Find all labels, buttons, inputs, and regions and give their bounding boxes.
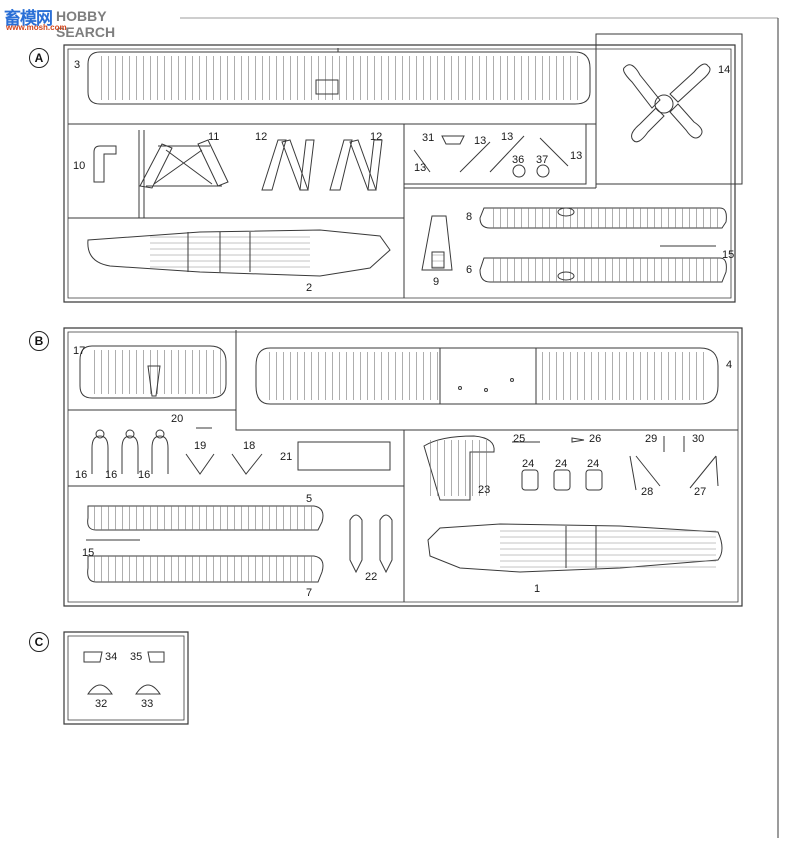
part-24-a [521, 469, 539, 491]
part-24-b [553, 469, 571, 491]
part-36 [512, 164, 526, 178]
lower-wing-part-7 [87, 555, 324, 583]
part-label: 16 [105, 469, 118, 481]
part-22 [349, 514, 393, 574]
part-label: 8 [466, 211, 473, 223]
part-13d [539, 137, 569, 167]
part-18 [231, 453, 263, 475]
part-label: 25 [513, 433, 526, 445]
part-23 [423, 435, 495, 501]
struts-part-12b [329, 139, 383, 191]
part-label: 9 [433, 276, 440, 288]
part-label: 5 [306, 493, 313, 505]
part-label: 30 [692, 433, 705, 445]
part-label: 34 [105, 651, 118, 663]
part-26 [571, 437, 585, 443]
part-label: 29 [645, 433, 658, 445]
part-label: 22 [365, 571, 378, 583]
part-label: 31 [422, 132, 435, 144]
part-label: 24 [555, 458, 568, 470]
part-label: 32 [95, 698, 108, 710]
sprue-a-frame [63, 34, 736, 303]
watermark-brand-cn: 畜模网 [4, 9, 53, 29]
figures-part-16 [91, 429, 169, 474]
part-35 [147, 651, 165, 663]
part-9 [421, 215, 453, 271]
propeller-part-14 [623, 63, 711, 143]
part-label: 23 [478, 484, 491, 496]
part-label: 15 [82, 547, 95, 559]
part-label: 13 [474, 135, 487, 147]
part-37 [536, 164, 550, 178]
part-34 [83, 651, 103, 663]
part-label: 28 [641, 486, 654, 498]
lower-wing-part-8 [479, 207, 727, 229]
part-label: 35 [130, 651, 143, 663]
part-label: 4 [726, 359, 733, 371]
part-label: 13 [570, 150, 583, 162]
part-13b [459, 141, 491, 173]
part-label: 10 [73, 160, 86, 172]
sprue-c-frame [63, 631, 189, 725]
sprue-c-letter: C [29, 632, 49, 652]
part-label: 36 [512, 154, 525, 166]
part-label: 2 [306, 282, 313, 294]
watermark-url: www.mosh.com [6, 23, 67, 32]
part-19 [185, 453, 215, 475]
part-24-c [585, 469, 603, 491]
fuselage-half-part-2 [87, 229, 391, 277]
upper-wing-part-4 [255, 347, 719, 405]
part-label: 20 [171, 413, 184, 425]
part-label: 24 [587, 458, 600, 470]
part-label: 7 [306, 587, 313, 599]
part-label: 33 [141, 698, 154, 710]
watermark-brand-en: HOBBY SEARCH [56, 8, 116, 40]
part-label: 12 [370, 131, 383, 143]
part-label: 16 [138, 469, 151, 481]
part-33 [135, 684, 161, 695]
struts-part-12a [261, 139, 315, 191]
part-label: 37 [536, 154, 549, 166]
struts-part-11 [139, 139, 229, 189]
part-21 [297, 441, 391, 471]
lower-wing-part-5 [87, 505, 324, 531]
part-label: 17 [73, 345, 86, 357]
part-label: 19 [194, 440, 207, 452]
part-label: 1 [534, 583, 541, 595]
part-label: 15 [722, 249, 735, 261]
part-32 [87, 684, 113, 695]
part-label: 6 [466, 264, 473, 276]
part-label: 13 [414, 162, 427, 174]
sprue-a-letter: A [29, 48, 49, 68]
part-label: 13 [501, 131, 514, 143]
sprue-b-letter: B [29, 331, 49, 351]
part-13c [489, 135, 525, 173]
part-label: 12 [255, 131, 268, 143]
part-27 [689, 455, 719, 489]
watermark-logo: 畜模网 HOBBY SEARCH www.mosh.com [4, 4, 164, 40]
part-label: 26 [589, 433, 602, 445]
lower-wing-part-6 [479, 257, 727, 283]
part-label: 3 [74, 59, 81, 71]
part-label: 27 [694, 486, 707, 498]
part-label: 21 [280, 451, 293, 463]
part-13a [413, 149, 431, 173]
part-label: 18 [243, 440, 256, 452]
part-label: 24 [522, 458, 535, 470]
part-17 [79, 345, 227, 399]
part-10 [93, 145, 117, 183]
part-label: 16 [75, 469, 88, 481]
part-label: 11 [208, 131, 220, 143]
part-31 [441, 135, 465, 145]
sprue-b-frame [63, 327, 743, 607]
part-label: 14 [718, 64, 731, 76]
upper-wing-part-3 [87, 48, 591, 105]
part-28 [629, 455, 661, 491]
fuselage-half-part-1 [427, 523, 723, 573]
